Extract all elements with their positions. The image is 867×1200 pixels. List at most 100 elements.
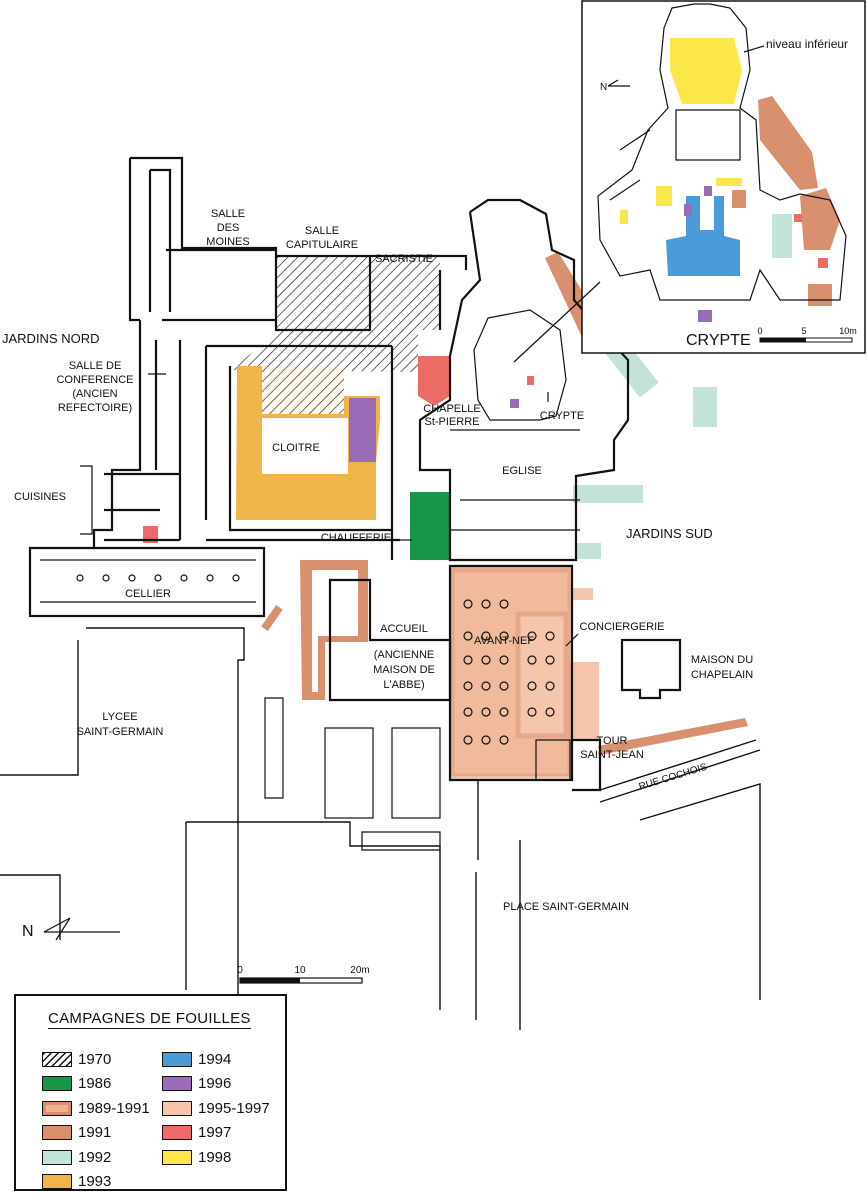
label-place-saint-germain: PLACE SAINT-GERMAIN (503, 901, 629, 913)
legend-item: 1994 (162, 1049, 231, 1069)
svg-text:0: 0 (757, 326, 762, 336)
north-arrow: N (22, 917, 120, 941)
legend-label: 1995-1997 (198, 1099, 270, 1117)
legend-item: 1996 (162, 1074, 231, 1094)
cloitre-white-area (262, 418, 348, 474)
inset-pointer-line (513, 281, 601, 363)
svg-text:CAPITULAIRE: CAPITULAIRE (286, 239, 358, 251)
scale-bar: 0 10 20m (237, 965, 370, 984)
legend-label: 1998 (198, 1148, 232, 1166)
monastery-walls (28, 156, 682, 851)
cuisines-bracket (80, 465, 93, 535)
legend-item: 1998 (162, 1147, 231, 1167)
legend-swatch (162, 1149, 192, 1165)
label-chapelle: CHAPELLE (423, 403, 480, 415)
label-avant-nef: AVANT-NEF (474, 635, 534, 647)
label-jardins-nord: JARDINS NORD (2, 331, 100, 346)
label-accueil: ACCUEIL (380, 623, 428, 635)
legend-swatch (162, 1051, 192, 1067)
svg-text:(ANCIEN: (ANCIEN (72, 388, 117, 400)
label-lycee: LYCEE (102, 711, 137, 723)
svg-text:SAINT-JEAN: SAINT-JEAN (580, 749, 644, 761)
label-conciergerie: CONCIERGERIE (580, 621, 665, 633)
crypte-inset: niveau inférieur CRYPTE N 0 5 10m (581, 0, 866, 354)
excavation-1970 (230, 256, 440, 372)
excavation-1996 (349, 398, 376, 462)
label-crypte: CRYPTE (540, 410, 584, 422)
legend-label: 1996 (198, 1075, 232, 1092)
legend-label: 1994 (198, 1050, 232, 1068)
svg-text:St-PIERRE: St-PIERRE (424, 416, 479, 428)
excavation-1996-small (510, 399, 519, 408)
inset-1994 (666, 196, 740, 276)
label-niveau-inferieur: niveau inférieur (766, 37, 848, 51)
legend-label: 1991 (78, 1124, 112, 1141)
svg-text:20m: 20m (350, 965, 369, 976)
label-cuisines: CUISINES (14, 491, 66, 503)
legend-item: 1986 (42, 1074, 111, 1094)
legend-swatch (42, 1100, 72, 1116)
svg-text:10m: 10m (839, 326, 857, 336)
legend-swatch (162, 1125, 192, 1140)
avant-nef-pillars (463, 599, 555, 745)
svg-text:MAISON DE: MAISON DE (373, 664, 435, 676)
svg-text:L'ABBE): L'ABBE) (383, 679, 424, 691)
svg-text:CHAPELAIN: CHAPELAIN (691, 669, 753, 681)
legend-item: 1993 (42, 1172, 111, 1192)
svg-text:MOINES: MOINES (206, 236, 249, 248)
label-jardins-sud: JARDINS SUD (626, 526, 713, 541)
legend: CAMPAGNES DE FOUILLES 1970 1986 1989-1991 1… (14, 994, 287, 1191)
legend-swatch (42, 1149, 72, 1165)
inset-1991 (758, 96, 818, 190)
label-salle-des-moines: SALLE (211, 208, 245, 220)
legend-item: 1989-1991 (42, 1098, 150, 1118)
legend-swatch (42, 1174, 72, 1189)
legend-label: 1989-1991 (78, 1099, 150, 1117)
excavation-1997-chapel (418, 356, 450, 406)
svg-text:(ANCIENNE: (ANCIENNE (374, 649, 435, 661)
label-chaufferie: CHAUFFERIE (321, 532, 391, 544)
legend-label: 1970 (78, 1050, 112, 1068)
label-tour-saint-jean: TOUR (597, 735, 628, 747)
legend-item: 1995-1997 (162, 1098, 270, 1118)
excavation-1970-cloister (262, 366, 344, 414)
svg-text:CONFERENCE: CONFERENCE (56, 374, 133, 386)
legend-label: 1997 (198, 1124, 232, 1141)
excavation-1986 (410, 492, 450, 560)
legend-swatch (162, 1100, 192, 1116)
svg-text:N: N (22, 923, 34, 940)
svg-text:N: N (600, 82, 607, 93)
legend-swatch (162, 1076, 192, 1091)
excavation-1997-crypt (527, 376, 534, 385)
legend-item: 1991 (42, 1123, 111, 1143)
svg-text:SAINT-GERMAIN: SAINT-GERMAIN (77, 726, 164, 738)
legend-title: CAMPAGNES DE FOUILLES (48, 1010, 251, 1029)
legend-item: 1997 (162, 1123, 231, 1143)
label-cellier: CELLIER (125, 588, 171, 600)
place-labels: SALLE DES MOINES SALLE CAPITULAIRE SACRI… (2, 208, 753, 913)
label-salle-de-conference: SALLE DE (69, 360, 122, 372)
label-eglise: EGLISE (502, 465, 542, 477)
svg-text:5: 5 (801, 326, 806, 336)
inset-1998-upper (670, 38, 742, 104)
svg-text:REFECTOIRE): REFECTOIRE) (58, 402, 132, 414)
label-maison-du-chapelain: MAISON DU (691, 654, 753, 666)
svg-text:DES: DES (217, 222, 240, 234)
leader-lines (148, 373, 579, 647)
legend-label: 1992 (78, 1148, 112, 1166)
legend-swatch (42, 1076, 72, 1091)
legend-swatch (42, 1051, 72, 1067)
legend-label: 1986 (78, 1075, 112, 1092)
excavation-1997-cuisines (143, 526, 158, 543)
legend-item: 1992 (42, 1147, 111, 1167)
svg-text:0: 0 (237, 965, 243, 976)
legend-item: 1970 (42, 1049, 111, 1069)
svg-text:10: 10 (294, 965, 306, 976)
legend-label: 1993 (78, 1173, 112, 1190)
label-salle-capitulaire: SALLE (305, 225, 339, 237)
label-cloitre: CLOITRE (272, 442, 320, 454)
label-sacristie: SACRISTIE (375, 253, 433, 265)
label-crypte-inset: CRYPTE (686, 332, 751, 349)
legend-swatch (42, 1125, 72, 1140)
